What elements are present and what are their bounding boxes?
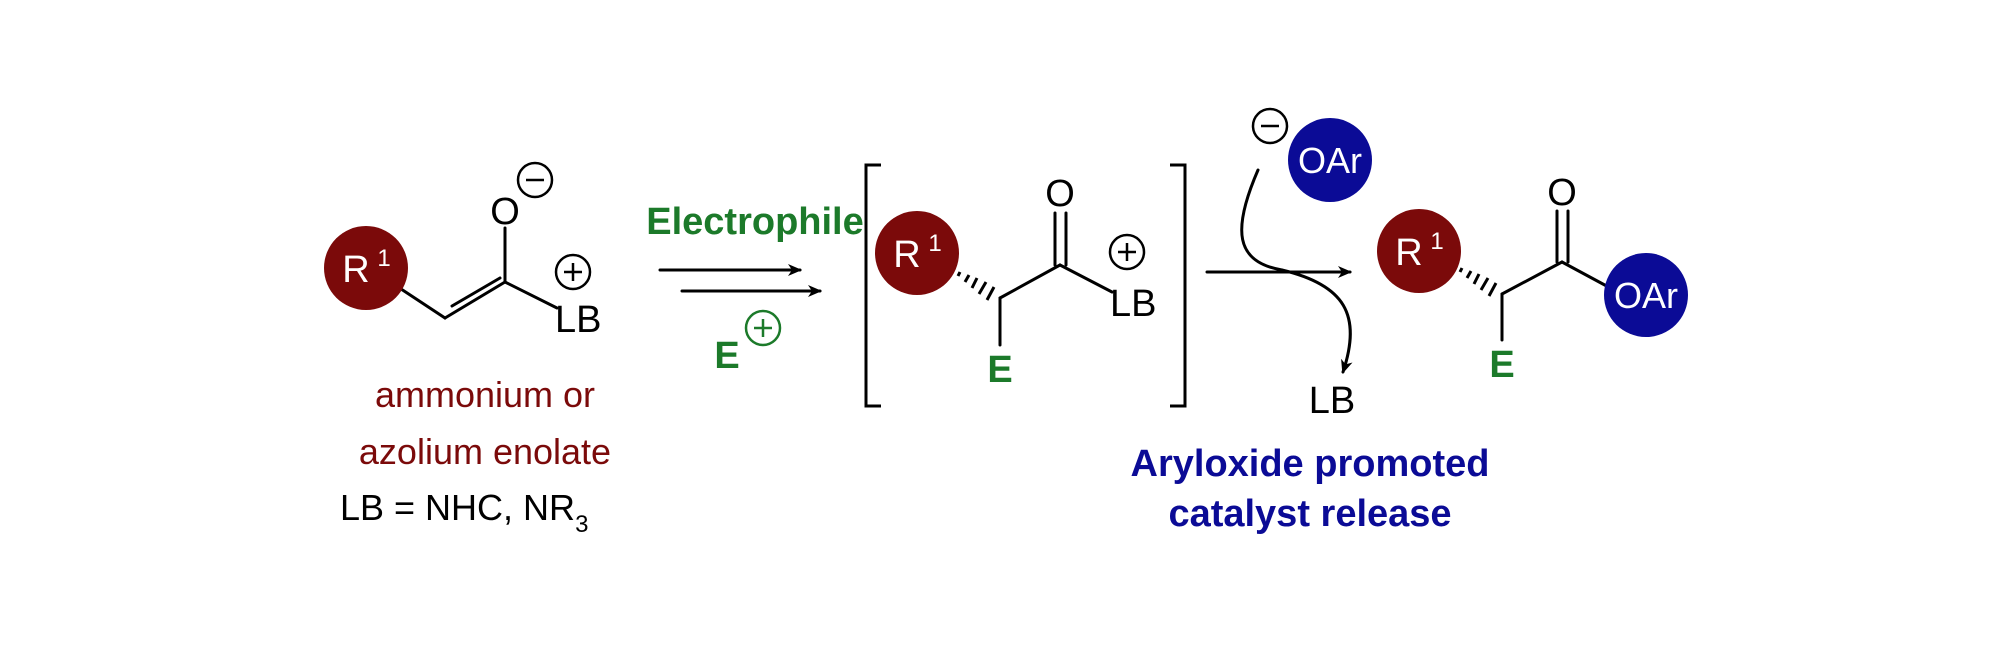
- enolate-caption-line2: azolium enolate: [359, 431, 611, 472]
- product-r-group-circle: [1377, 209, 1461, 293]
- enolate-lewis-base-label: LB: [555, 299, 601, 341]
- enolate-caption-line3: LB = NHC, NR3: [340, 487, 588, 538]
- step1-reagent-label: Electrophile: [646, 201, 864, 243]
- step1-arrows: Electrophile E: [646, 201, 864, 377]
- product-structure: R 1 O E OAr: [1377, 172, 1688, 386]
- product-aryloxide-label: OAr: [1614, 275, 1678, 316]
- enolate-caption-line1: ammonium or: [375, 374, 595, 415]
- step1-electrophile-label: E: [714, 335, 739, 377]
- intermediate-lewis-base-label: LB: [1110, 283, 1156, 325]
- step2-released-lb-label: LB: [1309, 380, 1355, 422]
- step2-nucleophile-attack-curve: [1240, 168, 1284, 272]
- enolate-double-bond: [443, 280, 507, 320]
- enolate-r-group-label: R: [342, 249, 369, 291]
- enolate-caption: ammonium or azolium enolate LB = NHC, NR…: [340, 374, 611, 538]
- product-electrophile-label: E: [1489, 344, 1514, 386]
- product-oxygen-label: O: [1547, 172, 1577, 214]
- step2-caption-line1: Aryloxide promoted: [1131, 443, 1490, 485]
- intermediate-structure: R 1 O E LB: [864, 163, 1187, 408]
- step2-lb-release-curve: [1280, 268, 1353, 374]
- enolate-double-bond-inner: [450, 276, 502, 308]
- intermediate-r-group-sup: 1: [928, 230, 941, 257]
- product-aryloxide-circle: [1604, 253, 1688, 337]
- enolate-r-group-sup: 1: [377, 245, 390, 272]
- enolate-r-group-circle: [324, 226, 408, 310]
- intermediate-r-group-label: R: [893, 234, 920, 276]
- intermediate-oxygen-label: O: [1045, 173, 1075, 215]
- product-c-co-bond: [1500, 260, 1564, 296]
- enolate-structure: R 1 O LB: [324, 161, 601, 341]
- intermediate-electrophile-label: E: [987, 349, 1012, 391]
- enolate-oxygen-label: O: [490, 191, 520, 233]
- step2-aryloxide-circle: [1288, 118, 1372, 202]
- intermediate-r-group-circle: [875, 211, 959, 295]
- product-r-group-sup: 1: [1430, 228, 1443, 255]
- step2-aryloxide-label: OAr: [1298, 140, 1362, 181]
- intermediate-hashed-wedge: [956, 271, 996, 301]
- step2-caption-line2: catalyst release: [1168, 493, 1451, 535]
- enolate-r-to-c-bond: [393, 283, 447, 320]
- intermediate-left-bracket: [864, 163, 881, 408]
- intermediate-c-co-bond: [998, 263, 1062, 300]
- product-hashed-wedge: [1458, 267, 1498, 297]
- enolate-c-lb-bond: [503, 280, 559, 310]
- intermediate-co-lb-bond: [1058, 263, 1114, 294]
- step2-arrows: OAr LB Aryloxide promoted catalyst relea…: [1131, 107, 1490, 535]
- intermediate-right-bracket: [1170, 163, 1187, 408]
- product-r-group-label: R: [1395, 232, 1422, 274]
